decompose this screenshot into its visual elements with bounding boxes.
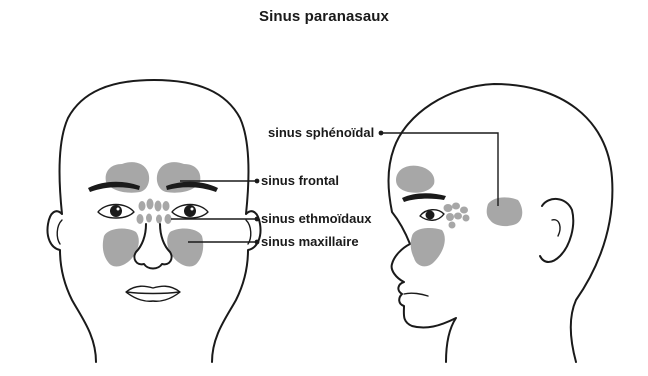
- front-ethmoid-sinuses: [137, 199, 172, 225]
- label-ethmoidal-text: sinus ethmoïdaux: [261, 211, 372, 226]
- side-maxillary-sinus: [411, 228, 445, 266]
- side-mouth: [404, 293, 428, 296]
- front-face: [48, 80, 261, 362]
- front-face-outline: [48, 80, 261, 362]
- label-frontal-text: sinus frontal: [261, 173, 339, 188]
- side-face: [389, 84, 613, 362]
- side-eye: [420, 210, 444, 221]
- front-left-ear-detail: [57, 220, 62, 244]
- side-ethmoid-sinuses: [444, 203, 470, 229]
- side-eyebrow: [402, 193, 446, 202]
- label-maxillary: sinus maxillaire: [188, 234, 359, 249]
- front-maxillary-sinus-left: [103, 229, 139, 267]
- front-right-ear-detail: [246, 220, 251, 244]
- label-sphenoidal: sinus sphénoïdal: [268, 125, 498, 206]
- front-frontal-sinus-right: [157, 162, 201, 193]
- front-maxillary-sinus-right: [167, 229, 203, 267]
- front-nose: [134, 224, 171, 269]
- label-maxillary-text: sinus maxillaire: [261, 234, 359, 249]
- label-ethmoidal: sinus ethmoïdaux: [171, 211, 372, 226]
- side-frontal-sinus: [396, 166, 434, 193]
- front-left-eye: [98, 205, 134, 219]
- side-sphenoid-sinus: [487, 197, 523, 226]
- side-ear: [540, 199, 573, 262]
- front-frontal-sinus-left: [106, 162, 150, 193]
- front-right-eye: [172, 205, 208, 219]
- label-sphenoidal-text: sinus sphénoïdal: [268, 125, 374, 140]
